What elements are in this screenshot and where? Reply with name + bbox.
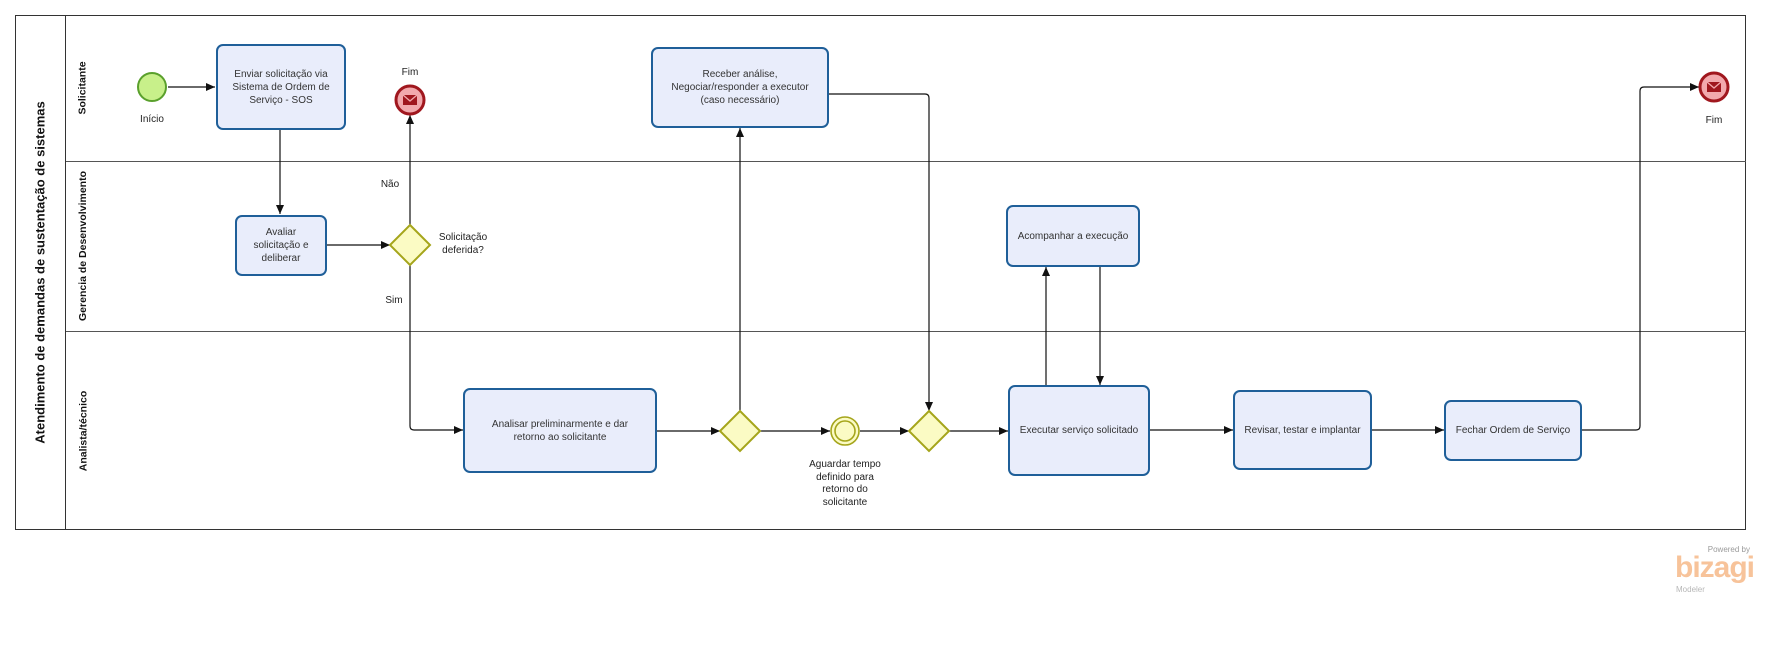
gateway-question-label: Solicitação deferida?: [438, 232, 488, 256]
gateway-merge: [907, 409, 951, 453]
intermediate-event-label: Aguardar tempo definido para retorno do …: [809, 459, 881, 508]
end-event-2: [1698, 71, 1730, 103]
flow-fechar-to-end2: [1582, 83, 1699, 431]
gateway-deferida: [388, 223, 432, 267]
lane-separator-1: [66, 161, 1746, 162]
end-event-1-label: Fim: [401, 67, 419, 78]
lane-separator-2: [66, 331, 1746, 332]
bizagi-logo: Powered by bizagi Modeler: [1670, 545, 1770, 595]
gateway-no-label: Não: [380, 179, 400, 190]
logo-powered-by: Powered by: [1707, 545, 1750, 554]
gateway-yes-label: Sim: [385, 295, 403, 306]
task-revisar-testar[interactable]: Revisar, testar e implantar: [1233, 390, 1372, 470]
gateway-analise: [718, 409, 762, 453]
task-receber-analise[interactable]: Receber análise, Negociar/responder a ex…: [651, 47, 829, 128]
start-event-label: Início: [140, 114, 164, 125]
end-event-1: [394, 84, 426, 116]
task-fechar-ordem[interactable]: Fechar Ordem de Serviço: [1444, 400, 1582, 461]
flow-gateway-yes-to-analisar: [409, 265, 463, 434]
task-executar-servico[interactable]: Executar serviço solicitado: [1008, 385, 1150, 476]
end-event-2-label: Fim: [1705, 115, 1723, 126]
task-avaliar-solicitacao[interactable]: Avaliar solicitação e deliberar: [235, 215, 327, 276]
task-analisar-preliminarmente[interactable]: Analisar preliminarmente e dar retorno a…: [463, 388, 657, 473]
flow-receber-to-gateway3: [829, 93, 933, 411]
start-event: [137, 72, 167, 102]
logo-product: Modeler: [1676, 585, 1705, 594]
task-acompanhar-execucao[interactable]: Acompanhar a execução: [1006, 205, 1140, 267]
task-enviar-solicitacao[interactable]: Enviar solicitação via Sistema de Ordem …: [216, 44, 346, 130]
intermediate-event-wait: [830, 416, 860, 446]
logo-wordmark: bizagi: [1675, 551, 1755, 584]
lane-header-column: [65, 15, 66, 530]
